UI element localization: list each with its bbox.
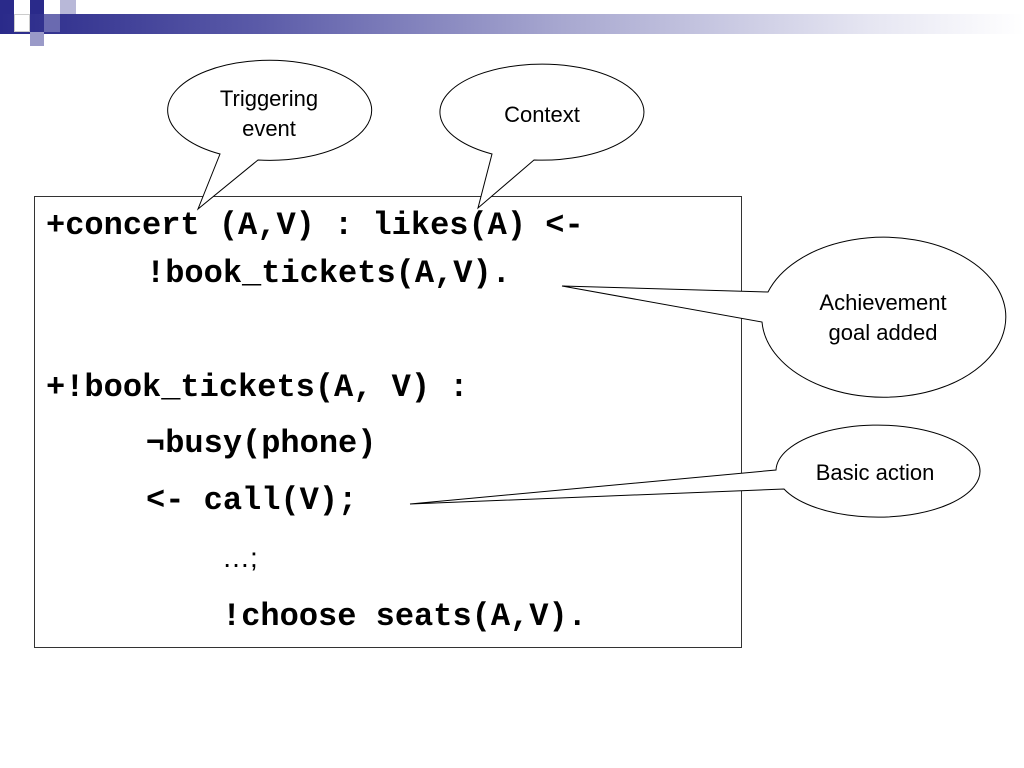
context-callout (439, 63, 645, 210)
basic-action-callout (409, 424, 981, 518)
achievement-goal-label: Achievement goal added (819, 290, 947, 345)
code-line-book-tickets-goal: !book_tickets(A,V). (146, 255, 511, 292)
header-gradient-bar (0, 14, 1024, 34)
triggering-event-label: Triggering event (219, 86, 319, 141)
code-line-call: <- call(V); (146, 482, 358, 519)
code-line-busy-phone: ¬busy(phone) (146, 425, 377, 462)
code-line-book-tickets-plan: +!book_tickets(A, V) : (46, 369, 469, 406)
code-line-concert-rule: +concert (A,V) : likes(A) <- (46, 207, 584, 244)
achievement-goal-callout (561, 236, 1007, 398)
code-line-choose-seats: !choose seats(A,V). (222, 598, 587, 635)
triggering-event-callout (167, 59, 373, 211)
context-label: Context (504, 102, 580, 127)
basic-action-label: Basic action (815, 460, 935, 485)
code-line-ellipsis: …; (222, 542, 258, 573)
code-box (34, 196, 742, 648)
